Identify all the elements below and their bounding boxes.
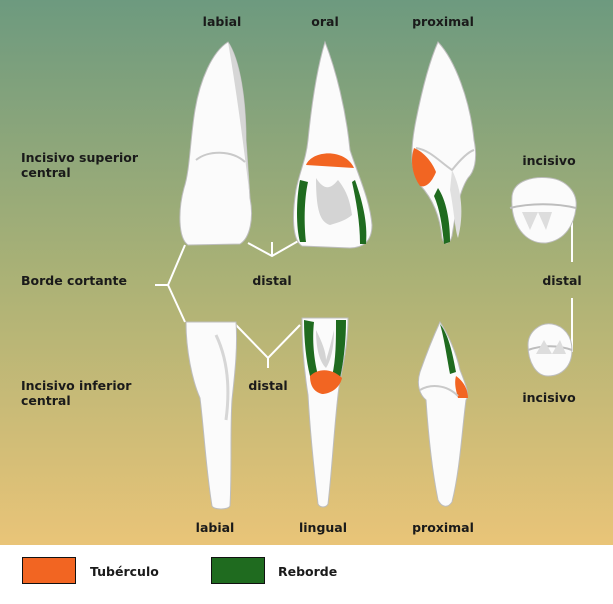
legend-label-tuberculo: Tubérculo (90, 564, 159, 579)
lower-lingual-tooth (301, 317, 349, 508)
legend: Tubérculo Reborde (0, 545, 613, 600)
incisivo-label-top: incisivo (522, 153, 576, 168)
view-label-lingual-bottom: lingual (298, 520, 348, 535)
distal-label-lower: distal (248, 378, 288, 393)
lower-incisal-tooth (527, 323, 573, 377)
upper-labial-tooth (179, 41, 253, 246)
borde-cortante-label: Borde cortante (21, 273, 127, 288)
legend-swatch-tuberculo (22, 557, 76, 584)
distal-label-right: distal (542, 273, 582, 288)
lower-labial-tooth (185, 321, 238, 510)
row-label-upper: Incisivo superior central (21, 150, 138, 180)
view-label-proximal-top: proximal (412, 14, 474, 29)
upper-proximal-tooth (411, 41, 477, 244)
upper-incisal-tooth (509, 177, 577, 244)
row-label-upper-line1: Incisivo superior (21, 150, 139, 165)
row-label-lower-line1: Incisivo inferior (21, 378, 132, 393)
view-label-oral-top: oral (311, 14, 339, 29)
row-label-lower: Incisivo inferior central (21, 378, 131, 408)
lower-proximal-tooth (417, 320, 469, 507)
upper-oral-tooth (293, 40, 373, 249)
legend-swatch-reborde (211, 557, 265, 584)
row-label-lower-line2: central (21, 393, 71, 408)
legend-label-reborde: Reborde (278, 564, 338, 579)
distal-label-upper: distal (252, 273, 292, 288)
incisivo-label-bottom: incisivo (522, 390, 576, 405)
view-label-proximal-bottom: proximal (412, 520, 474, 535)
view-label-labial-top: labial (202, 14, 242, 29)
row-label-upper-line2: central (21, 165, 71, 180)
view-label-labial-bottom: labial (195, 520, 235, 535)
